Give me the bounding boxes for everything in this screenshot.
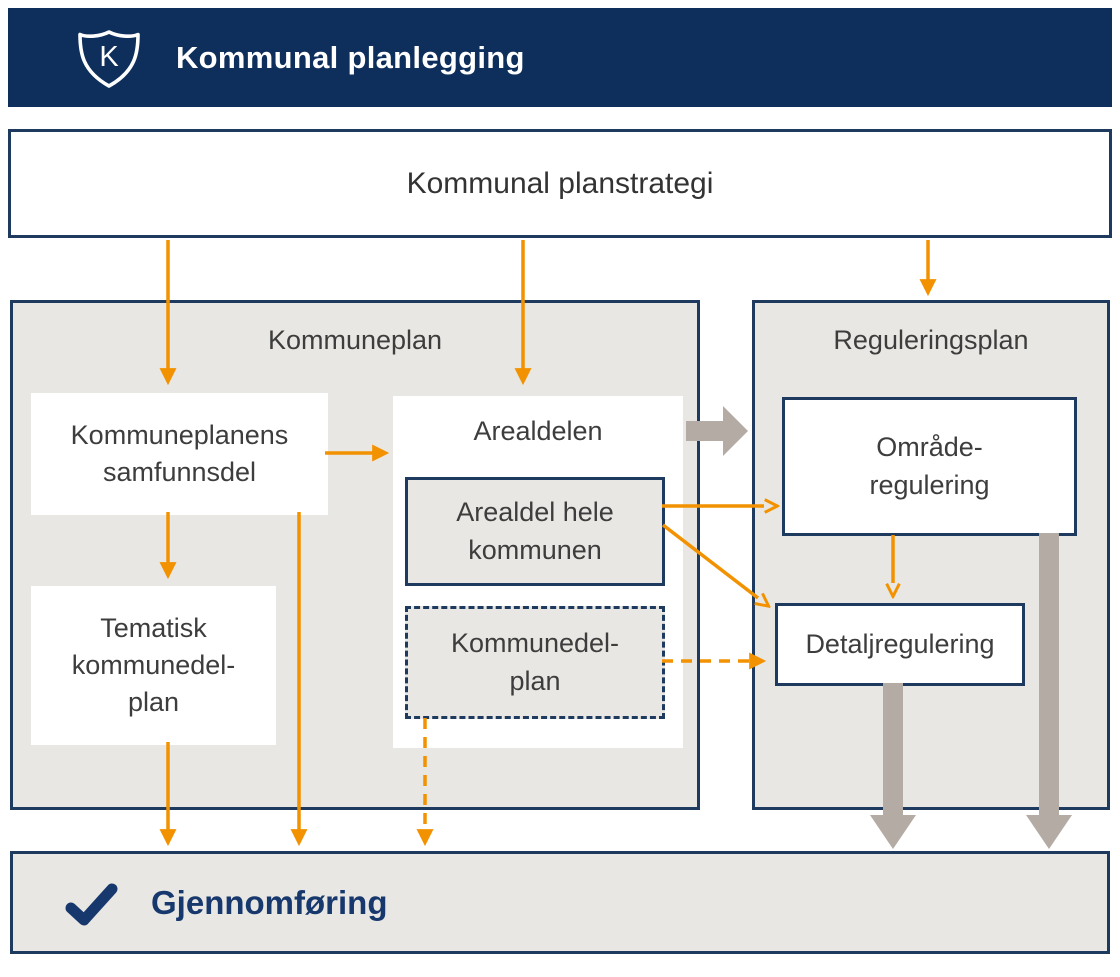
samfunnsdel-label: Kommuneplanens samfunnsdel bbox=[70, 419, 289, 487]
omraaderegulering-label: Område-regulering bbox=[869, 432, 990, 500]
reguleringsplan-title: Reguleringsplan bbox=[833, 325, 1029, 355]
planstrategi-box: Kommunal planstrategi bbox=[8, 129, 1112, 238]
detaljregulering-box: Detaljregulering bbox=[775, 603, 1025, 686]
municipality-shield-icon: K bbox=[74, 26, 144, 92]
kommunedelplan-box: Kommunedel-plan bbox=[405, 606, 665, 719]
omraaderegulering-box: Område-regulering bbox=[782, 397, 1077, 536]
arealdel-hele-kommunen-box: Arealdel hele kommunen bbox=[405, 477, 665, 586]
planstrategi-label: Kommunal planstrategi bbox=[406, 166, 714, 200]
header-bar: K Kommunal planlegging bbox=[8, 8, 1112, 107]
kommuneplan-title: Kommuneplan bbox=[267, 325, 443, 355]
arealdel-hele-label: Arealdel hele kommunen bbox=[456, 497, 614, 565]
diagram-title: Kommunal planlegging bbox=[176, 39, 525, 75]
tematisk-kommunedelplan-box: Tematisk kommunedel-plan bbox=[31, 586, 276, 745]
shield-letter: K bbox=[99, 41, 119, 73]
samfunnsdel-box: Kommuneplanens samfunnsdel bbox=[31, 393, 328, 515]
detaljregulering-label: Detaljregulering bbox=[805, 628, 995, 659]
reguleringsplan-panel: Reguleringsplan Område-regulering Detalj… bbox=[752, 300, 1110, 810]
tematisk-label: Tematisk kommunedel-plan bbox=[71, 612, 236, 718]
checkmark-icon bbox=[65, 882, 119, 928]
kommuneplan-panel: Kommuneplan Kommuneplanens samfunnsdel T… bbox=[10, 300, 700, 810]
kommunedelplan-label: Kommunedel-plan bbox=[450, 628, 620, 696]
gjennomforing-label: Gjennomføring bbox=[151, 883, 388, 921]
arealdelen-title: Arealdelen bbox=[473, 416, 603, 446]
gjennomforing-bar: Gjennomføring bbox=[10, 851, 1110, 954]
